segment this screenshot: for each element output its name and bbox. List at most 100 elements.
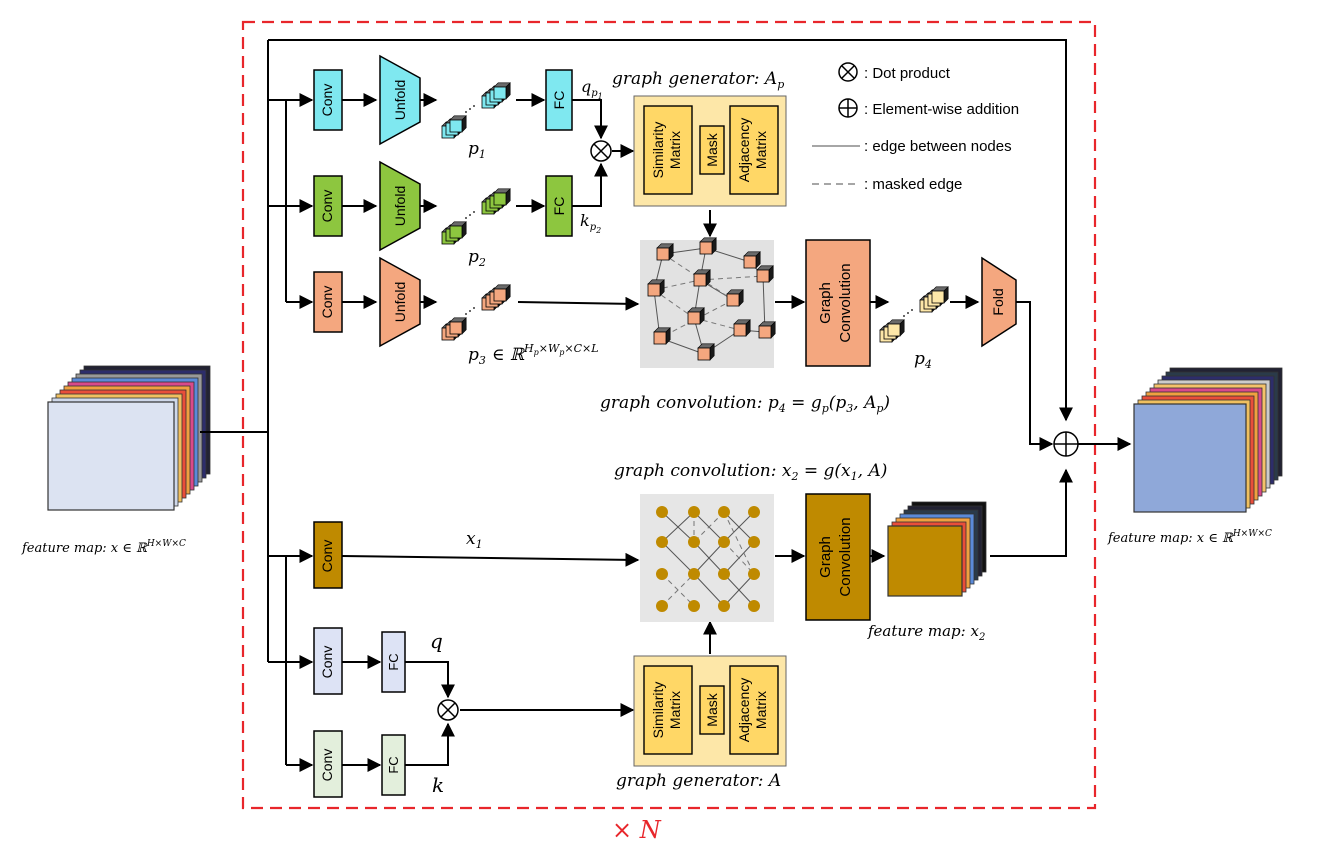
svg-text:Conv: Conv (319, 540, 335, 573)
similarity-matrix-box (643, 665, 693, 755)
cube-front (493, 192, 507, 206)
cube-front (449, 225, 463, 239)
conv-block-k: Conv (313, 175, 343, 237)
legend-dot-product-symbol (838, 62, 858, 82)
svg-text:FC: FC (551, 197, 567, 216)
svg-text:Conv: Conv (319, 190, 335, 223)
unfold-block-q: Unfold (379, 54, 421, 146)
input-feature-map (47, 365, 211, 511)
feature-map-x2-stack (887, 501, 987, 597)
svg-text:Graph: Graph (817, 536, 834, 578)
label-q: q (430, 629, 443, 653)
unfold-block-k: Unfold (379, 160, 421, 252)
fold-block: Fold (981, 256, 1017, 348)
unfold-block-v: Unfold (379, 256, 421, 348)
output-feature-map (1133, 367, 1283, 513)
cube-front (697, 347, 711, 361)
label-p2: p2 (468, 247, 486, 269)
graph-masked-edge (693, 317, 741, 331)
patches-p4 (879, 286, 949, 343)
cube-front (653, 331, 667, 345)
cube-front (758, 325, 772, 339)
conv-block-q: Conv (313, 69, 343, 131)
cube-front (887, 323, 901, 337)
legend-element-wise-addition: : Element-wise addition (864, 101, 1019, 118)
adjacency-label: Adjacency (736, 678, 752, 743)
ellipsis-dot (465, 217, 467, 219)
cube-front (493, 86, 507, 100)
svg-text:Conv: Conv (319, 286, 335, 319)
cube-front (493, 288, 507, 302)
graph-masked-edge (661, 573, 695, 607)
patches-p1 (441, 82, 511, 139)
graph-generator-bottom-label: graph generator: A (616, 771, 781, 791)
graph-edge (723, 511, 755, 543)
ellipsis-dot (465, 313, 467, 315)
svg-text:Conv: Conv (319, 84, 335, 117)
legend-masked-edge: : masked edge (864, 176, 962, 193)
mask-label: Mask (704, 692, 720, 726)
graph-node (718, 506, 730, 518)
x2-map-front (887, 525, 963, 597)
repeat-block-border (241, 20, 1097, 810)
mask-label: Mask (704, 132, 720, 166)
ellipsis-dot (473, 307, 475, 309)
similarity-label: Similarity (650, 122, 666, 179)
cube-front (733, 323, 747, 337)
label-p1: p1 (468, 139, 486, 161)
legend-addition-symbol (838, 98, 858, 118)
conv-block-bottom-value: Conv (313, 521, 343, 589)
patches-p3 (441, 284, 511, 341)
similarity-matrix-box (643, 105, 693, 195)
graph-node (748, 536, 760, 548)
cube-front (693, 273, 707, 287)
graph-masked-edge (653, 279, 701, 291)
svg-text:Graph: Graph (817, 282, 834, 324)
similarity-label: Similarity (650, 682, 666, 739)
svg-text:Convolution: Convolution (837, 263, 854, 342)
graph-convolution-block-top: Graph Convolution (805, 239, 871, 367)
svg-text:FC: FC (386, 653, 401, 670)
graph-masked-edge (653, 289, 695, 319)
matrix-label: Matrix (753, 131, 769, 169)
graph-node (656, 506, 668, 518)
matrix-label: Matrix (667, 131, 683, 169)
label-k: k (432, 773, 444, 797)
graph-edge (661, 541, 695, 575)
graph-node (748, 568, 760, 580)
adjacency-matrix-box (729, 665, 779, 755)
fc-block-k: FC (545, 175, 573, 237)
label-k-p2: kp2 (580, 211, 601, 235)
conv-block-v: Conv (313, 271, 343, 333)
mask-box (699, 125, 725, 175)
ellipsis-dot (911, 309, 913, 311)
mask-box (699, 685, 725, 735)
cube-front (756, 269, 770, 283)
ellipsis-dot (465, 111, 467, 113)
conv-block-bottom-q: Conv (313, 627, 343, 695)
graph-node (718, 536, 730, 548)
graph-node (688, 506, 700, 518)
cube-front (647, 283, 661, 297)
adjacency-matrix-box (729, 105, 779, 195)
svg-text:Unfold: Unfold (392, 80, 408, 120)
svg-text:Unfold: Unfold (392, 282, 408, 322)
graph-node (688, 536, 700, 548)
graph-generator-top-label: graph generator: Ap (612, 69, 784, 91)
svg-text:FC: FC (551, 91, 567, 110)
graph-node (656, 600, 668, 612)
graph-masked-edge (662, 253, 734, 301)
svg-text:Convolution: Convolution (837, 517, 854, 596)
patches-p2 (441, 188, 511, 245)
pixel-graph (640, 494, 774, 622)
svg-text:Unfold: Unfold (392, 186, 408, 226)
cube-front (931, 290, 945, 304)
ellipsis-dot (473, 105, 475, 107)
label-q-p1: qp1 (581, 77, 603, 101)
legend: : Dot product : Element-wise addition : … (812, 62, 1019, 193)
input-feature-map-label: feature map: x ∈ ℝH×W×C (21, 539, 186, 556)
cube-front (687, 311, 701, 325)
graph-convolution-bottom-formula: graph convolution: x2 = g(x1, A) (614, 461, 887, 483)
cube-front (726, 293, 740, 307)
